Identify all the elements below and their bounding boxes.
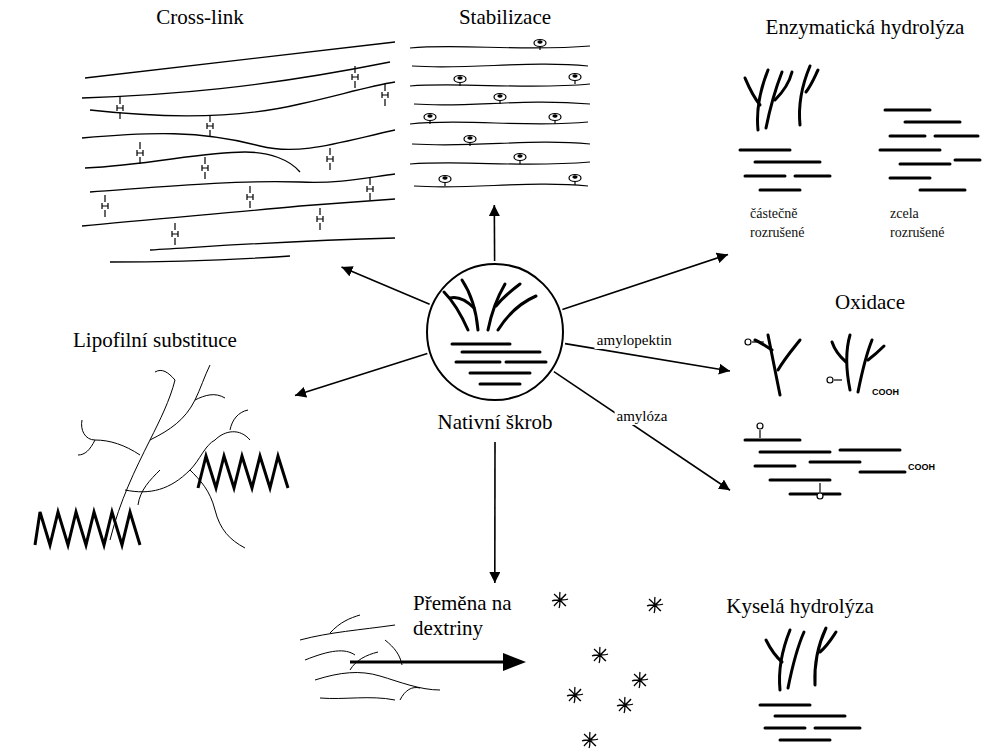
native-starch-circle: Nativní škrob: [425, 262, 565, 442]
node-title: Kyselá hydrolýza: [726, 594, 874, 619]
arrow-connector: [493, 205, 495, 261]
arrow-connector: [562, 254, 728, 309]
crosslink-box: Cross-link: [75, 5, 400, 267]
hydrolysis-box: Enzymatická hydrolýza částečně rozrušené z…: [728, 15, 990, 267]
node-title: Lipofilní substituce: [73, 328, 237, 353]
edge-label: amylóza: [615, 408, 670, 425]
node-title: Enzymatická hydrolýza: [766, 15, 965, 40]
oxo-group: [745, 339, 842, 499]
lipophilic-box: Lipofilní substituce: [5, 328, 295, 553]
node-sublabel: částečně rozrušené: [750, 205, 834, 243]
granule-outline: [425, 262, 565, 402]
granule-circle: [427, 264, 563, 400]
group-label: COOH: [908, 462, 935, 472]
node-title: Přeměna na dextriny: [413, 591, 538, 641]
lipophilic-chain: [35, 456, 288, 545]
arrow-connector: [554, 372, 730, 491]
oxidation-box: Oxidace: [730, 290, 962, 515]
acid-hydrolysis-box: Kyselá hydrolýza: [700, 592, 900, 750]
arrow-connector: [494, 442, 496, 583]
group-label: COOH: [872, 387, 899, 397]
node-sublabel: zcela rozrušené: [890, 205, 974, 243]
native-granule-chains: [444, 280, 546, 384]
stabilization-box: Stabilizace: [405, 5, 595, 205]
dextrin-box: Přeměna na dextriny: [295, 583, 665, 751]
conversion-arrow: [350, 653, 526, 671]
stabilized-chains: [410, 40, 590, 187]
node-title: Stabilizace: [459, 5, 551, 30]
node-title: Cross-link: [156, 5, 244, 30]
node-title: Oxidace: [835, 290, 905, 315]
edge-label: amylopektin: [595, 332, 674, 349]
dextrin-molecules: [552, 592, 663, 748]
crosslinked-chains: [82, 42, 395, 262]
acid-fragments: [760, 628, 860, 740]
oxidised-chains: [745, 335, 905, 494]
hydrolysed-fragments: [740, 66, 980, 190]
arrow-connector: [342, 267, 430, 304]
arrow-connector: [295, 353, 427, 395]
node-title: Nativní škrob: [438, 410, 553, 435]
